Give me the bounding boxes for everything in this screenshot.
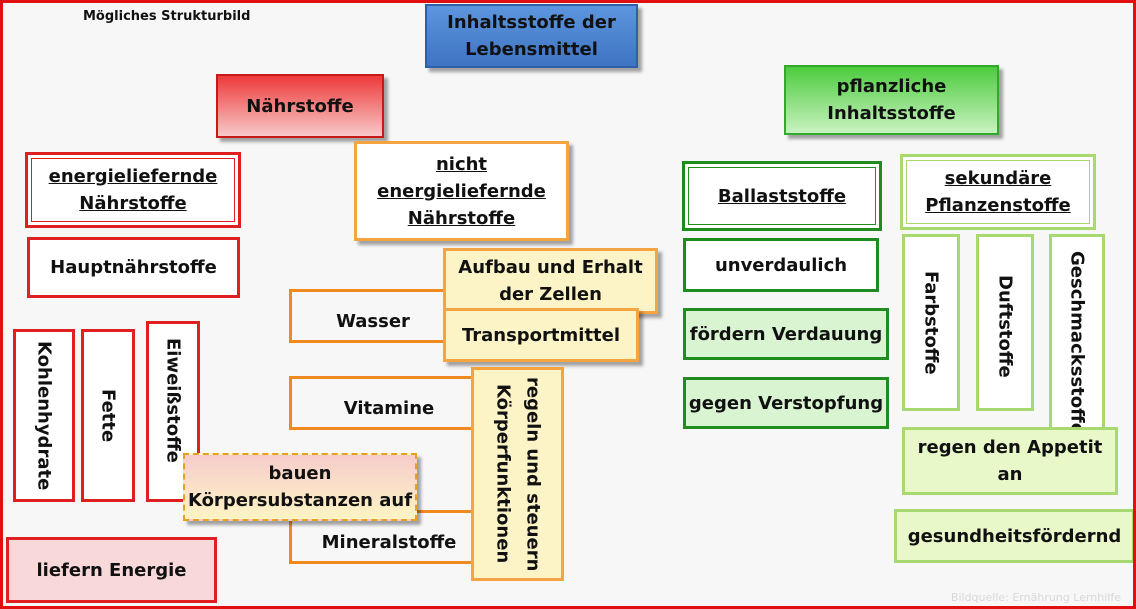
- liefern-energie-box: liefern Energie: [6, 537, 217, 603]
- connector-wasser-left: [289, 289, 292, 343]
- naehrstoffe-box: Nährstoffe: [216, 74, 384, 138]
- transportmittel-box: Transportmittel: [443, 308, 639, 362]
- mineralstoffe-label: Mineralstoffe: [321, 531, 457, 553]
- farbstoffe-box: Farbstoffe: [902, 234, 960, 411]
- title-box: Inhaltsstoffe der Lebensmittel: [425, 4, 638, 68]
- eiweiss-box: Eiweißstoffe: [146, 321, 200, 502]
- verstopfung-box: gegen Verstopfung: [683, 377, 889, 429]
- watermark-text: Bildquelle: Ernährung Lernhilfe: [950, 591, 1121, 604]
- pflanzlich-box: pflanzliche Inhaltsstoffe: [784, 65, 999, 135]
- gesundheit-box: gesundheitsfördernd: [894, 509, 1133, 563]
- connector-wasser-bottom: [289, 340, 445, 343]
- energieliefernde-box: energieliefernde Nährstoffe: [25, 152, 241, 228]
- foerdern-box: fördern Verdauung: [683, 308, 889, 360]
- connector-mineral-top: [413, 510, 475, 513]
- connector-wasser-top: [289, 289, 445, 292]
- geschmack-box: Geschmacksstoffe: [1049, 234, 1105, 435]
- header-label: Mögliches Strukturbild: [83, 9, 251, 24]
- connector-vitamine-left: [289, 376, 292, 430]
- appetit-box: regen den Appetit an: [902, 427, 1118, 495]
- connector-mineral-bottom: [289, 561, 475, 564]
- connector-mineral-left: [289, 510, 292, 564]
- hauptnaehrstoffe-box: Hauptnährstoffe: [27, 237, 240, 298]
- vitamine-label: Vitamine: [343, 397, 435, 419]
- kohlenhydrate-box: Kohlenhydrate: [13, 329, 75, 502]
- wasser-label: Wasser: [336, 310, 410, 332]
- aufbau-box: Aufbau und Erhalt der Zellen: [443, 248, 658, 314]
- nicht-energieliefernde-box: nicht energieliefernde Nährstoffe: [354, 141, 569, 241]
- duftstoffe-box: Duftstoffe: [976, 234, 1034, 411]
- connector-vitamine-bottom: [289, 427, 473, 430]
- regeln-box: regeln und steuern Körperfunktionen: [471, 367, 564, 581]
- unverdaulich-box: unverdaulich: [683, 238, 879, 292]
- sekundaer-box: sekundäre Pflanzenstoffe: [900, 154, 1096, 230]
- fette-box: Fette: [81, 329, 135, 502]
- connector-vitamine-top: [289, 376, 473, 379]
- ballaststoffe-box: Ballaststoffe: [682, 161, 882, 231]
- bauen-box: bauen Körpersubstanzen auf: [183, 453, 417, 521]
